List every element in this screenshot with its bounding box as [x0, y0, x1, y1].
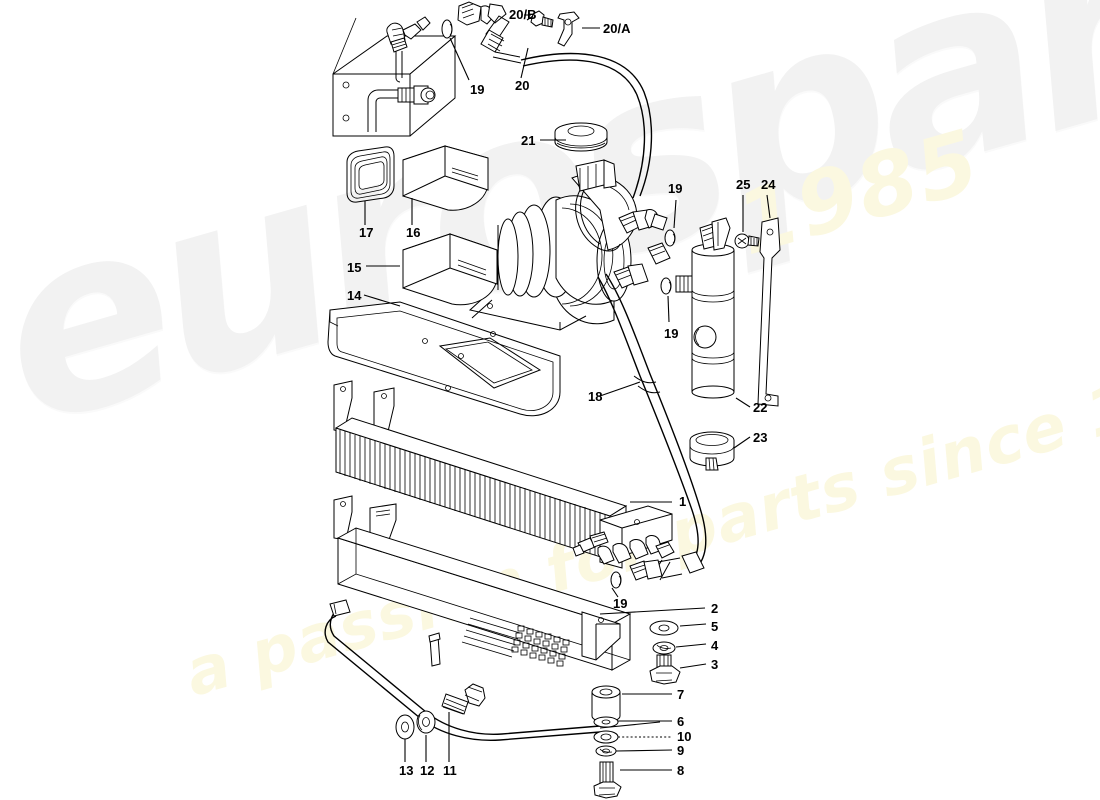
callout-13: 13: [399, 763, 414, 778]
hose-clamp-part-23: [689, 431, 751, 471]
expansion-valve-block-part-1: [572, 501, 683, 598]
callout-8: 8: [677, 763, 685, 778]
callout-17: 17: [359, 225, 374, 240]
top-refrigerant-line-fittings: [457, 1, 653, 199]
callout-2: 2: [711, 601, 719, 616]
callout-14: 14: [347, 288, 362, 303]
callout-19-drier: 19: [668, 181, 683, 196]
fastener-group-condenser: [649, 620, 707, 685]
callout-19-valve: 19: [613, 596, 628, 611]
refrigerant-hose-part-18: [597, 273, 707, 574]
blower-motor-assembly: [468, 159, 638, 331]
callout-16: 16: [406, 225, 421, 240]
callout-15: 15: [347, 260, 362, 275]
receiver-drier-part-22: [675, 217, 751, 408]
strap-screw-part-25: [734, 195, 760, 249]
callout-9: 9: [677, 743, 685, 758]
air-duct-lower-part-15: [366, 233, 498, 306]
callout-21: 21: [521, 133, 536, 148]
detail-box-upper-fittings: [332, 16, 470, 137]
callout-18: 18: [588, 389, 603, 404]
callout-1: 1: [679, 494, 687, 509]
fastener-group-bottom-left: [395, 683, 486, 762]
callout-25: 25: [736, 177, 751, 192]
grommet-part-21: [540, 122, 608, 152]
callout-6: 6: [677, 714, 685, 729]
callout-7: 7: [677, 687, 685, 702]
callout-19-mid: 19: [664, 326, 679, 341]
lower-distribution-duct: [333, 495, 706, 671]
callout-11: 11: [443, 763, 457, 778]
duct-gasket-part-17: [346, 146, 395, 225]
callout-5: 5: [711, 619, 719, 634]
callout-12: 12: [420, 763, 435, 778]
drier-strap-part-24: [757, 194, 781, 407]
callout-20: 20: [515, 78, 530, 93]
callout-20b: 20/B: [509, 7, 537, 22]
callout-4: 4: [711, 638, 719, 653]
callout-3: 3: [711, 657, 719, 672]
callout-10: 10: [677, 729, 692, 744]
upper-hose-union-fittings: [613, 199, 677, 323]
blower-cover-plate-part-14: [327, 294, 561, 417]
callout-19-top: 19: [470, 82, 485, 97]
callout-23: 23: [753, 430, 768, 445]
callout-20a: 20/A: [603, 21, 631, 36]
callout-22: 22: [753, 400, 768, 415]
fastener-group-mount: [591, 685, 673, 799]
air-duct-upper-part-16: [402, 145, 489, 225]
callout-24: 24: [761, 177, 776, 192]
